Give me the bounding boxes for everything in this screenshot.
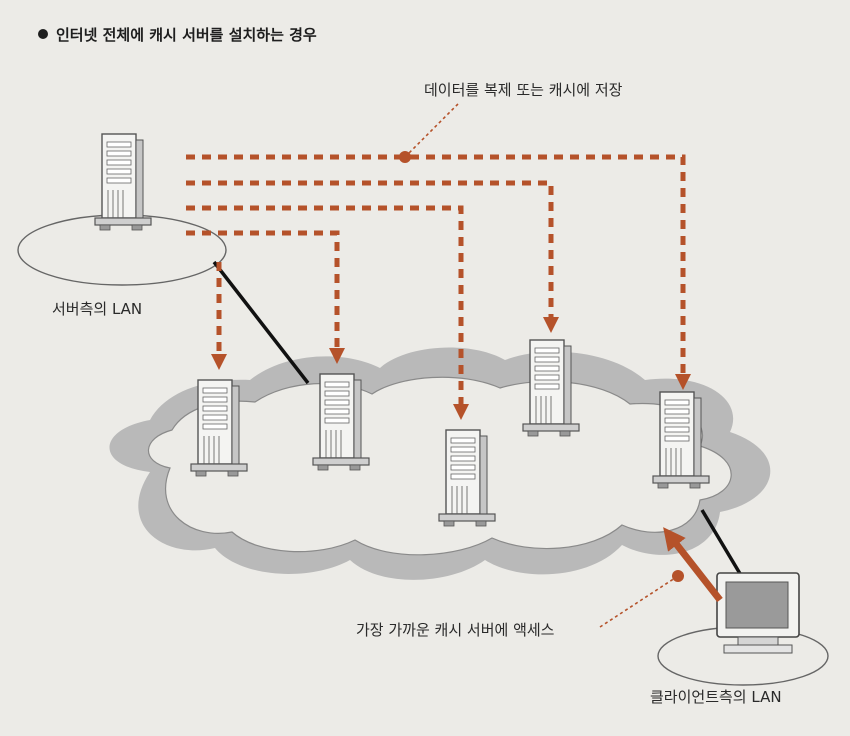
replicate-leader-line — [406, 103, 459, 156]
cache-server-icon — [190, 379, 248, 477]
access-leader-line — [599, 577, 676, 628]
replicate-arrow-3 — [186, 205, 470, 421]
access-arrow — [663, 527, 723, 603]
cache-server-icon — [312, 373, 370, 471]
access-leader-dot — [672, 570, 684, 582]
heading-text: 인터넷 전체에 캐시 서버를 설치하는 경우 — [56, 26, 317, 44]
server-lan-label: 서버측의 LAN — [52, 300, 143, 318]
origin-server-icon — [94, 133, 152, 231]
replicate-arrow-2 — [186, 180, 560, 334]
access-label: 가장 가까운 캐시 서버에 액세스 — [356, 621, 555, 639]
replicate-arrow-1 — [186, 154, 692, 391]
replicate-leader-dot — [399, 151, 411, 163]
replicate-label: 데이터를 복제 또는 캐시에 저장 — [424, 81, 623, 99]
bullet-icon — [38, 29, 48, 39]
client-lan-label: 클라이언트측의 LAN — [650, 688, 782, 706]
internet-cloud — [147, 376, 732, 556]
cache-server-icon — [522, 339, 580, 437]
client-to-cache-line — [700, 509, 744, 578]
origin-to-internet-line — [212, 260, 310, 385]
replicate-arrow-4 — [186, 230, 346, 365]
cache-server-icon — [438, 429, 496, 527]
cache-server-icon — [652, 391, 710, 489]
diagram-heading: 인터넷 전체에 캐시 서버를 설치하는 경우 — [38, 24, 317, 45]
client-monitor-icon — [716, 572, 800, 654]
